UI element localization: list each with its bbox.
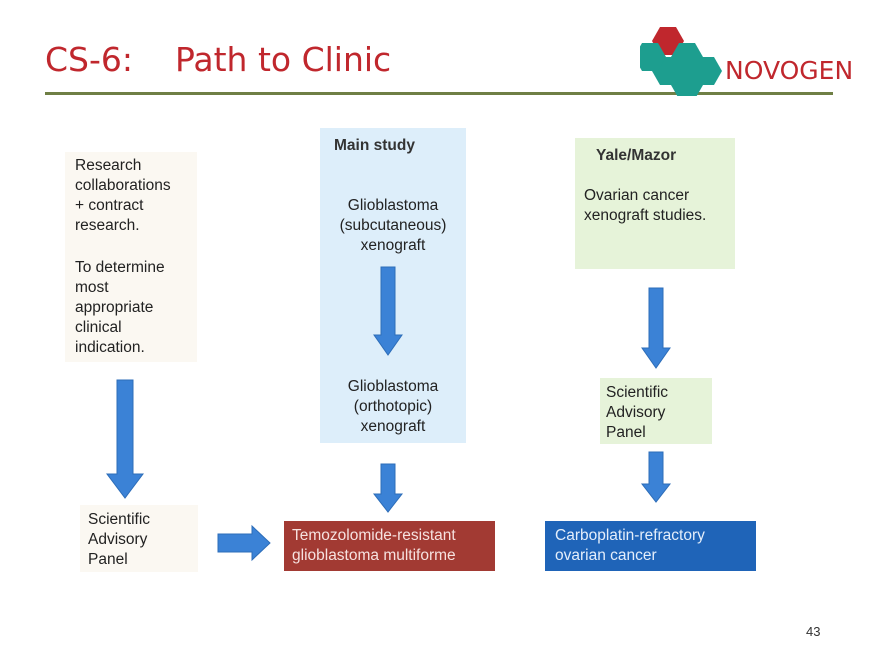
main-study-heading: Main study	[334, 137, 415, 154]
indication-line: To determine	[75, 259, 165, 276]
down-arrow-icon	[641, 287, 671, 369]
indication-line: most	[75, 279, 109, 296]
title-divider	[45, 92, 833, 95]
logo-wordmark: NOVOGEN	[725, 56, 854, 85]
main-step2-text: Glioblastoma (orthotopic) xenograft	[326, 377, 460, 437]
indication-line: clinical	[75, 319, 122, 336]
panel-line: Advisory	[88, 531, 148, 548]
research-box	[65, 152, 197, 362]
down-arrow-icon	[372, 463, 404, 513]
panel-line: Panel	[606, 424, 646, 441]
panel-line: Advisory	[606, 404, 666, 421]
down-arrow-icon	[373, 266, 403, 356]
outcome-line: ovarian cancer	[555, 547, 657, 564]
main-step2-line: (orthotopic)	[353, 398, 433, 415]
indication-line: indication.	[75, 339, 145, 356]
main-step1-text: Glioblastoma (subcutaneous) xenograft	[326, 196, 460, 256]
page-number: 43	[806, 624, 821, 639]
yale-step1-line: xenograft studies.	[584, 207, 707, 224]
slide-title: CS-6: Path to Clinic	[45, 40, 392, 79]
novogen-logo-icon	[640, 27, 722, 96]
advisory-panel-box-left	[80, 505, 198, 572]
yale-step1-text: Ovarian cancer xenograft studies.	[584, 186, 706, 226]
yale-heading: Yale/Mazor	[596, 147, 677, 164]
indication-line: appropriate	[75, 299, 154, 316]
panel-line: Scientific	[606, 384, 669, 401]
right-arrow-icon	[217, 524, 271, 562]
research-line: collaborations	[75, 177, 171, 194]
indication-text: To determine most appropriate clinical i…	[75, 258, 165, 358]
research-line: Research	[75, 157, 142, 174]
carboplatin-outcome-box: Carboplatin-refractory ovarian cancer	[545, 521, 756, 571]
temozolomide-outcome-box: Temozolomide-resistant glioblastoma mult…	[284, 521, 495, 571]
outcome-line: Temozolomide-resistant	[292, 527, 456, 544]
research-line: + contract	[75, 197, 144, 214]
advisory-panel-text-left: Scientific Advisory Panel	[88, 510, 150, 570]
advisory-panel-box-right	[600, 378, 712, 444]
advisory-panel-text-right: Scientific Advisory Panel	[606, 383, 668, 443]
panel-line: Panel	[88, 551, 128, 568]
yale-step1-line: Ovarian cancer	[584, 187, 690, 204]
main-step1-line: Glioblastoma	[347, 197, 439, 214]
outcome-line: glioblastoma multiforme	[292, 547, 456, 564]
outcome-line: Carboplatin-refractory	[555, 527, 705, 544]
main-step1-line: xenograft	[360, 237, 426, 254]
panel-line: Scientific	[88, 511, 151, 528]
research-line: research.	[75, 217, 140, 234]
research-text: Research collaborations + contract resea…	[75, 156, 171, 236]
main-step1-line: (subcutaneous)	[339, 217, 447, 234]
main-step2-line: xenograft	[360, 418, 426, 435]
yale-mazor-box	[575, 138, 735, 269]
down-arrow-icon	[106, 379, 144, 499]
down-arrow-icon	[640, 451, 672, 503]
main-step2-line: Glioblastoma	[347, 378, 439, 395]
